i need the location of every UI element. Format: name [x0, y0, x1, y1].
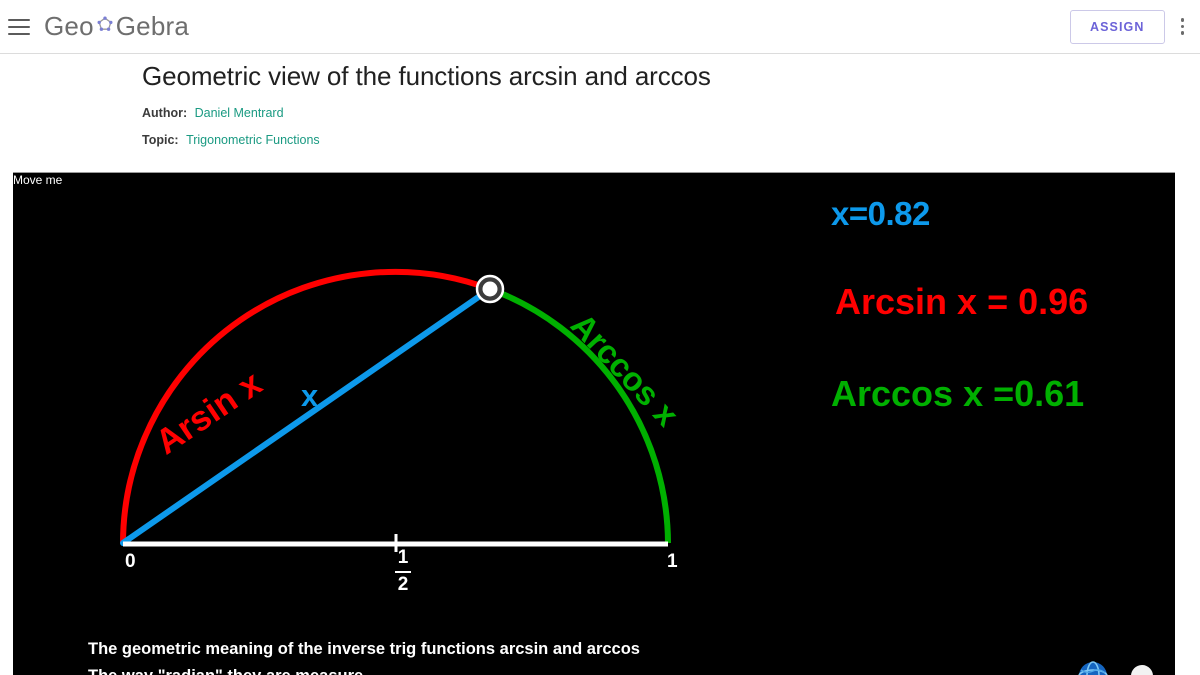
topic-link[interactable]: Trigonometric Functions: [186, 132, 320, 147]
chord-segment: [120, 286, 493, 546]
draggable-point[interactable]: [475, 274, 505, 304]
caption-line-2: The way "radian" they are measure: [88, 663, 640, 675]
header-actions: ASSIGN: [1069, 9, 1200, 44]
readout-x: x=0.82: [831, 195, 930, 232]
fraction-bar: [395, 570, 411, 573]
geogebra-applet[interactable]: Move me Arsin x Arccos x x 0 1 1 2 x=0.8…: [13, 172, 1175, 675]
arcsin-arc: [120, 268, 492, 544]
topic-label: Topic:: [142, 132, 179, 147]
corner-decoration: [1131, 665, 1153, 675]
app-header: Geo Gebra ASSIGN: [0, 0, 1200, 54]
construction-canvas[interactable]: [13, 173, 1175, 675]
geogebra-logo[interactable]: Geo Gebra: [44, 11, 189, 42]
author-label: Author:: [142, 106, 188, 120]
author-link[interactable]: Daniel Mentrard: [194, 106, 284, 120]
axis-label-one-half: 1 2: [392, 547, 414, 595]
point-tooltip-label: Move me: [13, 173, 63, 187]
assign-button[interactable]: ASSIGN: [1069, 9, 1165, 44]
page-title: Geometric view of the functions arcsin a…: [142, 61, 711, 91]
readout-arcsin: Arcsin x = 0.96: [835, 281, 1089, 322]
resource-header: Geometric view of the functions arcsin a…: [142, 54, 1042, 146]
hamburger-menu-icon[interactable]: [8, 18, 30, 35]
author-row: Author: Daniel Mentrard: [142, 107, 1042, 120]
axis-label-one: 1: [667, 551, 678, 572]
brand-text-right: Gebra: [115, 11, 190, 41]
geogebra-star-icon: [95, 11, 115, 42]
globe-icon: [1078, 661, 1108, 675]
topic-row: Topic: Trigonometric Functions: [142, 132, 1042, 147]
readout-arccos: Arccos x =0.61: [831, 373, 1085, 414]
arccos-arc: [488, 286, 671, 544]
axis-label-zero: 0: [125, 551, 136, 572]
more-vertical-icon[interactable]: [1180, 18, 1184, 35]
caption-line-1: The geometric meaning of the inverse tri…: [88, 640, 640, 658]
chord-label: x: [301, 378, 319, 413]
fraction-numerator: 1: [397, 547, 409, 568]
brand-text-left: Geo: [44, 11, 94, 41]
fraction-denominator: 2: [397, 573, 409, 595]
applet-caption: The geometric meaning of the inverse tri…: [88, 636, 640, 675]
